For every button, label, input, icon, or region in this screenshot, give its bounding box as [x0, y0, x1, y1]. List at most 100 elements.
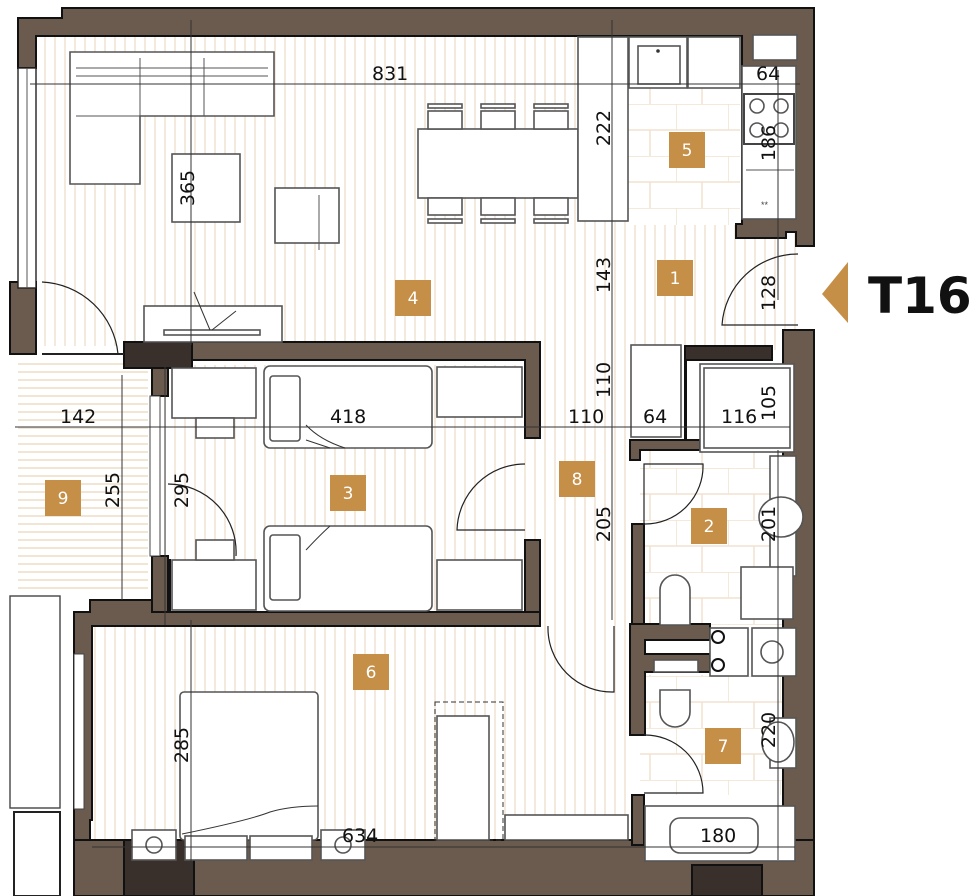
double-bed — [179, 691, 319, 841]
left-wall-stub — [9, 281, 37, 355]
room-badge-8[interactable]: 8 — [559, 461, 595, 497]
dim-bath-depth: 201 — [758, 506, 780, 542]
bottom-shaft-right — [691, 864, 763, 896]
shaft-top — [684, 345, 773, 361]
dim-kids-depth: 295 — [171, 472, 193, 508]
bedroom-door-swing — [547, 625, 615, 693]
window-kids — [149, 395, 161, 557]
pillow — [269, 534, 301, 601]
hall-closet — [630, 344, 682, 438]
svg-text:9: 9 — [58, 489, 69, 509]
dim-bathtub-length: 180 — [700, 825, 736, 847]
room-badges: 1 2 3 4 5 6 7 8 9 — [45, 132, 741, 764]
balcony-floor — [18, 362, 148, 594]
doors — [41, 253, 799, 794]
kitchen-cabinet — [687, 36, 741, 89]
svg-text:5: 5 — [682, 141, 693, 161]
dim-hall-depth: 143 — [593, 257, 615, 293]
dim-corridor-width: 110 — [568, 406, 604, 428]
window-bedroom — [73, 653, 85, 810]
bath-sink — [758, 496, 804, 538]
room-badge-5[interactable]: 5 — [669, 132, 705, 168]
kids-chair-bottom — [195, 539, 235, 561]
entrance-arrow-icon — [822, 262, 848, 323]
kids-bed-bottom — [263, 525, 433, 612]
svg-text:1: 1 — [670, 269, 681, 289]
pillow — [184, 835, 248, 861]
balcony-wall-low — [151, 555, 169, 613]
dim-kitchen-counter: 222 — [593, 110, 615, 146]
windows — [9, 67, 161, 896]
bath-toilet — [659, 574, 691, 626]
bedroom-wardrobe-low — [504, 814, 629, 841]
tv-stand — [143, 305, 283, 343]
svg-text:**: ** — [761, 200, 769, 210]
balcony-door-swing — [41, 281, 119, 355]
toilet-door-swing — [643, 734, 704, 794]
bedroom-wardrobe-tall — [436, 715, 490, 841]
kids-desk-bottom — [171, 559, 257, 611]
dim-kitchen-niche: 64 — [756, 63, 780, 85]
dim-toilet-depth: 220 — [758, 712, 780, 748]
dim-closet-width: 64 — [643, 406, 667, 428]
coffee-table — [171, 153, 241, 223]
column — [123, 341, 193, 369]
dim-balcony-width: 142 — [60, 406, 96, 428]
balcony-door-frame — [13, 811, 61, 896]
balcony-kids-door-swing — [167, 483, 237, 557]
dim-utility-depth: 105 — [758, 385, 780, 421]
svg-text:6: 6 — [366, 663, 377, 683]
svg-text:4: 4 — [408, 289, 419, 309]
hall-floor — [600, 220, 800, 350]
dining-chairs — [427, 103, 569, 224]
burner — [749, 122, 765, 138]
wardrobe-kids-top — [436, 366, 523, 418]
wardrobe-kids-bottom — [436, 559, 523, 611]
room-badge-1[interactable]: 1 — [657, 260, 693, 296]
room-badge-9[interactable]: 9 — [45, 480, 81, 516]
dim-balcony-depth: 255 — [102, 472, 124, 508]
dim-kids-width: 418 — [330, 406, 366, 428]
dimension-lines — [15, 20, 800, 870]
pillow — [249, 835, 313, 861]
dimension-labels: 831 365 222 64 186 143 128 110 110 64 11… — [60, 63, 780, 847]
entry-door-swing — [721, 253, 799, 326]
svg-text:3: 3 — [343, 484, 354, 504]
dim-bedroom-depth: 285 — [171, 727, 193, 763]
room-badge-4[interactable]: 4 — [395, 280, 431, 316]
kids-door-swing — [456, 463, 526, 531]
room-badge-2[interactable]: 2 — [691, 508, 727, 544]
unit-label: T16 — [868, 267, 969, 325]
burner — [773, 98, 789, 114]
dim-living-width: 831 — [372, 63, 408, 85]
pillow — [269, 375, 301, 442]
dim-bedroom-width: 634 — [342, 825, 378, 847]
bath-wall-left — [631, 523, 645, 625]
svg-text:2: 2 — [704, 517, 715, 537]
outer-wall-top — [17, 7, 815, 247]
svg-text:8: 8 — [572, 470, 583, 490]
dim-utility-width: 116 — [721, 406, 757, 428]
balcony-storage — [9, 595, 61, 809]
dim-corridor-lower: 205 — [593, 506, 615, 542]
dining-table — [417, 128, 579, 199]
kids-chair-top — [195, 417, 235, 439]
toilet-bowl — [659, 689, 691, 728]
room-badge-3[interactable]: 3 — [330, 475, 366, 511]
svg-text:7: 7 — [718, 737, 729, 757]
kids-desk-top — [171, 367, 257, 419]
room-badge-7[interactable]: 7 — [705, 728, 741, 764]
kids-wall-right — [524, 539, 541, 613]
burner — [749, 98, 765, 114]
dim-entry-width: 128 — [758, 275, 780, 311]
toilet-wall-low — [631, 794, 645, 846]
room-badge-6[interactable]: 6 — [353, 654, 389, 690]
shaft-valve — [752, 34, 798, 61]
armchair — [274, 187, 340, 244]
dim-kitchen-side: 186 — [758, 125, 780, 161]
bath-door-swing — [643, 463, 704, 525]
washing-machine — [740, 566, 794, 620]
dim-corridor-upper: 110 — [593, 362, 615, 398]
kitchen-island — [577, 36, 629, 222]
